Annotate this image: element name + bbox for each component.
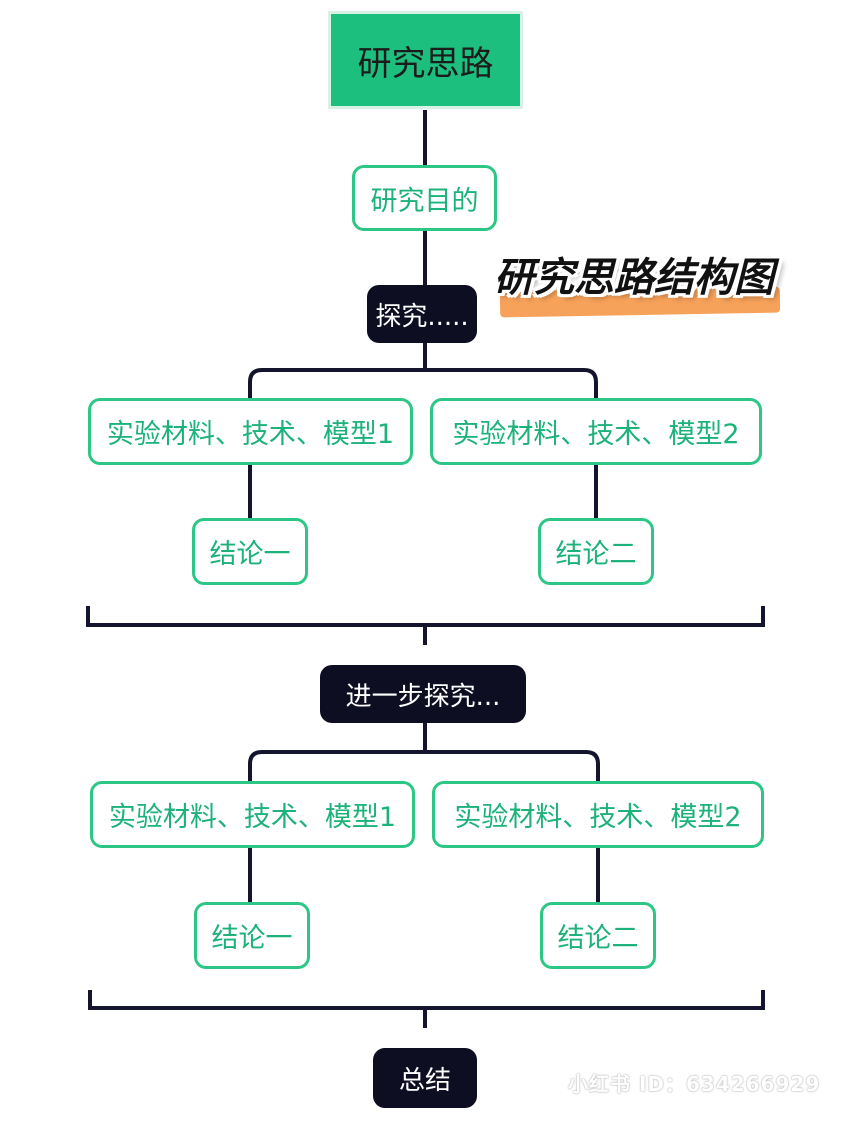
diagram-title-banner: 研究思路结构图 [494, 245, 794, 320]
section2-conclusion-left-node: 结论一 [194, 902, 310, 969]
watermark: 小红书 ID：634266929 [568, 1072, 821, 1096]
section1-conclusion-left-label: 结论一 [209, 539, 291, 570]
root-label: 研究思路 [357, 43, 494, 84]
section2-conclusion-right-node: 结论二 [540, 902, 656, 969]
section1-header-node: 探究..... [367, 285, 477, 343]
summary-label: 总结 [398, 1065, 451, 1096]
section2-conclusion-left-label: 结论一 [211, 923, 293, 954]
section2-header-label: 进一步探究... [345, 681, 501, 712]
section2-branch-left-node: 实验材料、技术、模型1 [90, 781, 415, 848]
section2-branch-left-label: 实验材料、技术、模型1 [108, 802, 397, 833]
section2-branch-right-label: 实验材料、技术、模型2 [454, 802, 742, 833]
summary-node: 总结 [373, 1048, 477, 1108]
section2-conclusion-right-label: 结论二 [557, 923, 639, 954]
connector-split-2 [248, 750, 600, 781]
section1-branch-left-label: 实验材料、技术、模型1 [106, 419, 395, 450]
section1-branch-right-label: 实验材料、技术、模型2 [452, 419, 740, 450]
section1-conclusion-right-node: 结论二 [538, 518, 654, 585]
section1-branch-right-node: 实验材料、技术、模型2 [430, 398, 762, 465]
root-node: 研究思路 [328, 11, 523, 109]
section1-conclusion-right-label: 结论二 [555, 539, 637, 570]
section1-header-label: 探究..... [375, 301, 469, 332]
bracket-1 [86, 606, 765, 627]
purpose-label: 研究目的 [370, 185, 479, 217]
section1-branch-left-node: 实验材料、技术、模型1 [88, 398, 413, 465]
purpose-node: 研究目的 [352, 165, 497, 231]
bracket-2 [88, 990, 765, 1010]
section1-conclusion-left-node: 结论一 [192, 518, 308, 585]
section2-branch-right-node: 实验材料、技术、模型2 [432, 781, 764, 848]
section2-header-node: 进一步探究... [320, 665, 526, 723]
diagram-title: 研究思路结构图 [494, 255, 774, 301]
connector-split-1 [248, 368, 598, 398]
